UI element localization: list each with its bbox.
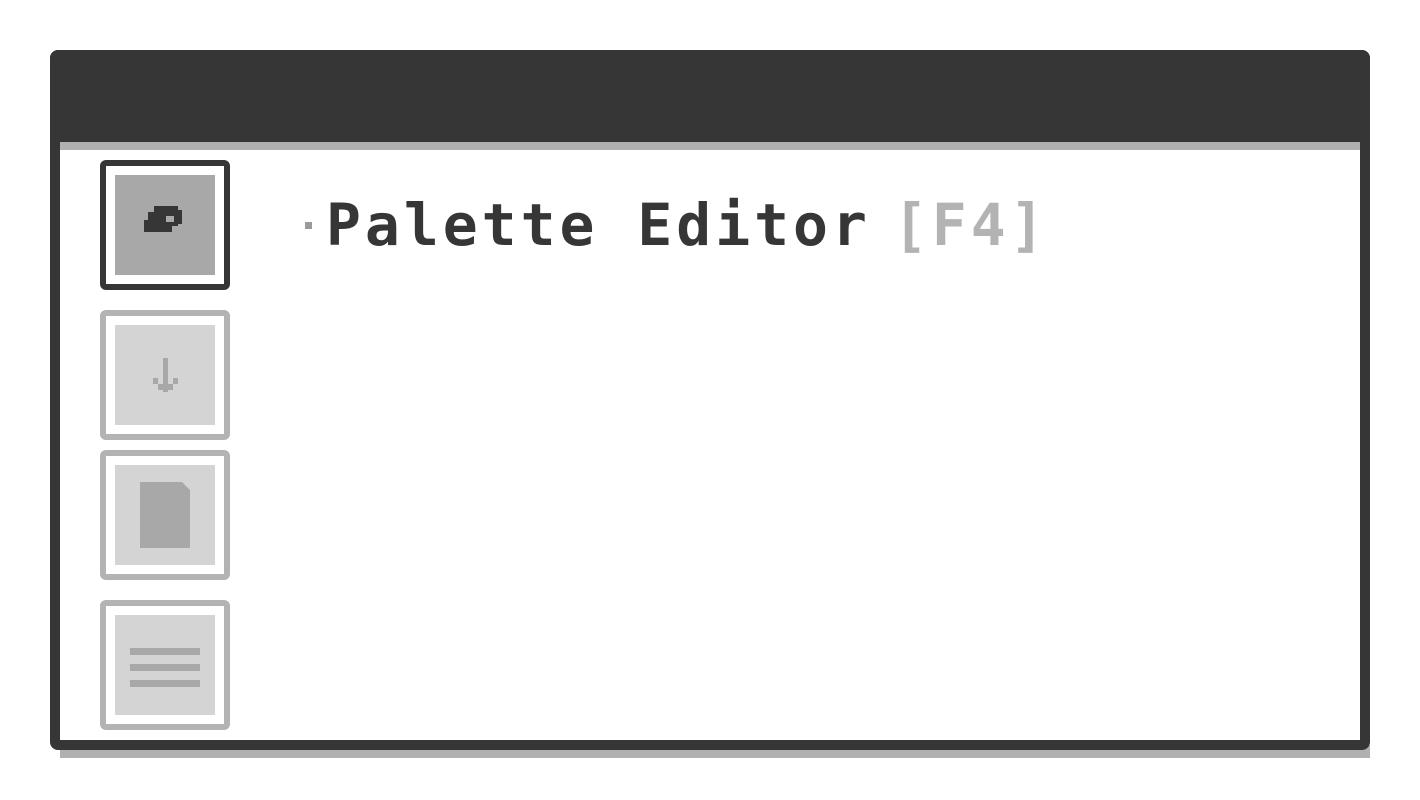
menu-item-palette-editor[interactable]: Palette Editor [F4] (305, 190, 1049, 260)
button-face (110, 610, 220, 720)
shortcut-hint: [F4] (892, 191, 1049, 259)
import-button[interactable] (100, 310, 230, 440)
page-button[interactable] (100, 450, 230, 580)
palette-editor-button[interactable] (100, 160, 230, 290)
title-bar[interactable] (50, 50, 1370, 142)
palette-window: Palette Editor [F4] (50, 50, 1370, 750)
bullet-dot-icon (305, 221, 312, 229)
button-face (110, 170, 220, 280)
palette-icon (144, 206, 182, 232)
button-face (110, 320, 220, 430)
list-button[interactable] (100, 600, 230, 730)
download-arrow-icon (153, 358, 178, 392)
list-lines-icon (130, 648, 200, 687)
title-bar-shadow (60, 142, 1360, 150)
window-frame (50, 50, 1370, 750)
page-icon (140, 482, 190, 548)
menu-item-label: Palette Editor (326, 191, 871, 259)
